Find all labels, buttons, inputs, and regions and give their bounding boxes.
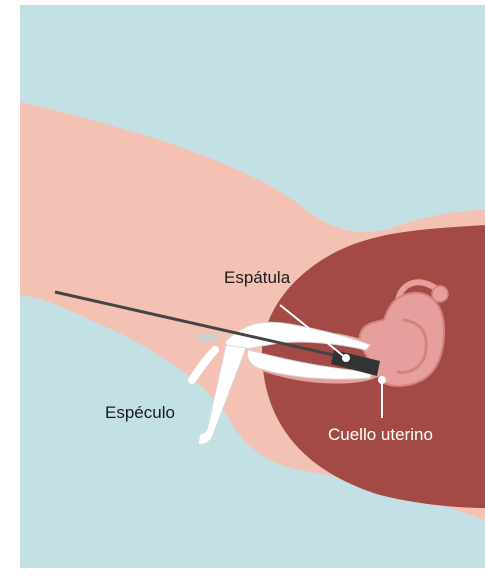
label-cervix: Cuello uterino: [328, 425, 433, 444]
cervix-pointer-dot: [378, 376, 386, 384]
label-speculum: Espéculo: [105, 403, 175, 422]
label-spatula: Espátula: [224, 268, 291, 287]
speculum-screw: [198, 333, 218, 342]
spatula-pointer-dot: [342, 354, 350, 362]
